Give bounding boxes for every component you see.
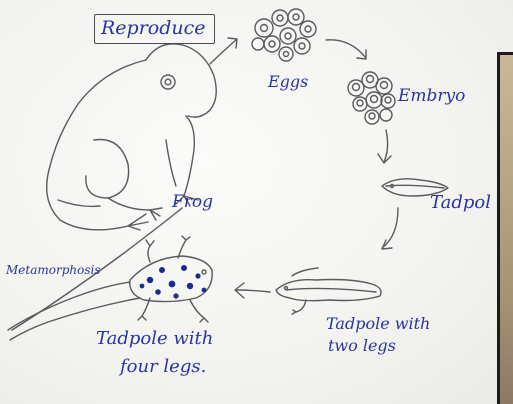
arrow-eggs-to-embryo	[326, 40, 366, 58]
tadpole-label: Tadpol	[430, 194, 491, 212]
embryo-label: Embryo	[398, 88, 465, 105]
tadpole-two-legs-label-line2: two legs	[328, 338, 396, 354]
arrow-two-legs-to-four-legs	[236, 290, 270, 292]
tadpole-two-legs-label-line1: Tadpole with	[326, 316, 430, 332]
photo-overlay-edge	[497, 52, 513, 404]
reproduce-label: Reproduce	[94, 14, 215, 44]
tadpole-two-legs-illustration	[276, 268, 381, 314]
eggs-illustration	[252, 9, 316, 61]
arrow-embryo-to-tadpole	[384, 130, 388, 162]
metamorphosis-label: Metamorphosis	[6, 264, 101, 276]
tadpole-spots	[140, 265, 207, 299]
embryo-illustration	[348, 72, 395, 124]
eggs-label: Eggs	[268, 74, 308, 90]
tadpole-four-legs-label-line1: Tadpole with	[96, 330, 213, 348]
frog-label: Frog	[172, 194, 213, 211]
tadpole-four-legs-illustration	[8, 236, 212, 340]
tadpole-four-legs-label-line2: four legs.	[120, 358, 206, 376]
